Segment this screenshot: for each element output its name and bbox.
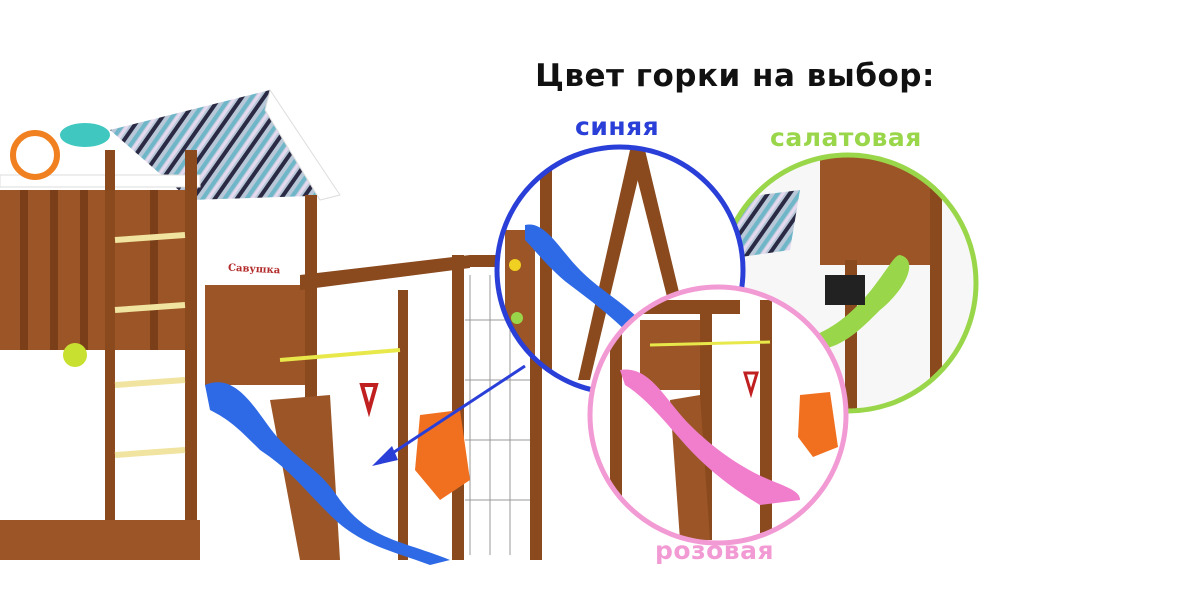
option-pink-circle — [587, 284, 849, 546]
arrow-icon — [372, 364, 526, 466]
option-label-blue: синяя — [575, 112, 660, 141]
option-label-green: салатовая — [770, 123, 922, 152]
main-playground — [0, 88, 542, 565]
page-title: Цвет горки на выбор: — [535, 58, 935, 94]
option-label-pink: розовая — [655, 536, 775, 565]
